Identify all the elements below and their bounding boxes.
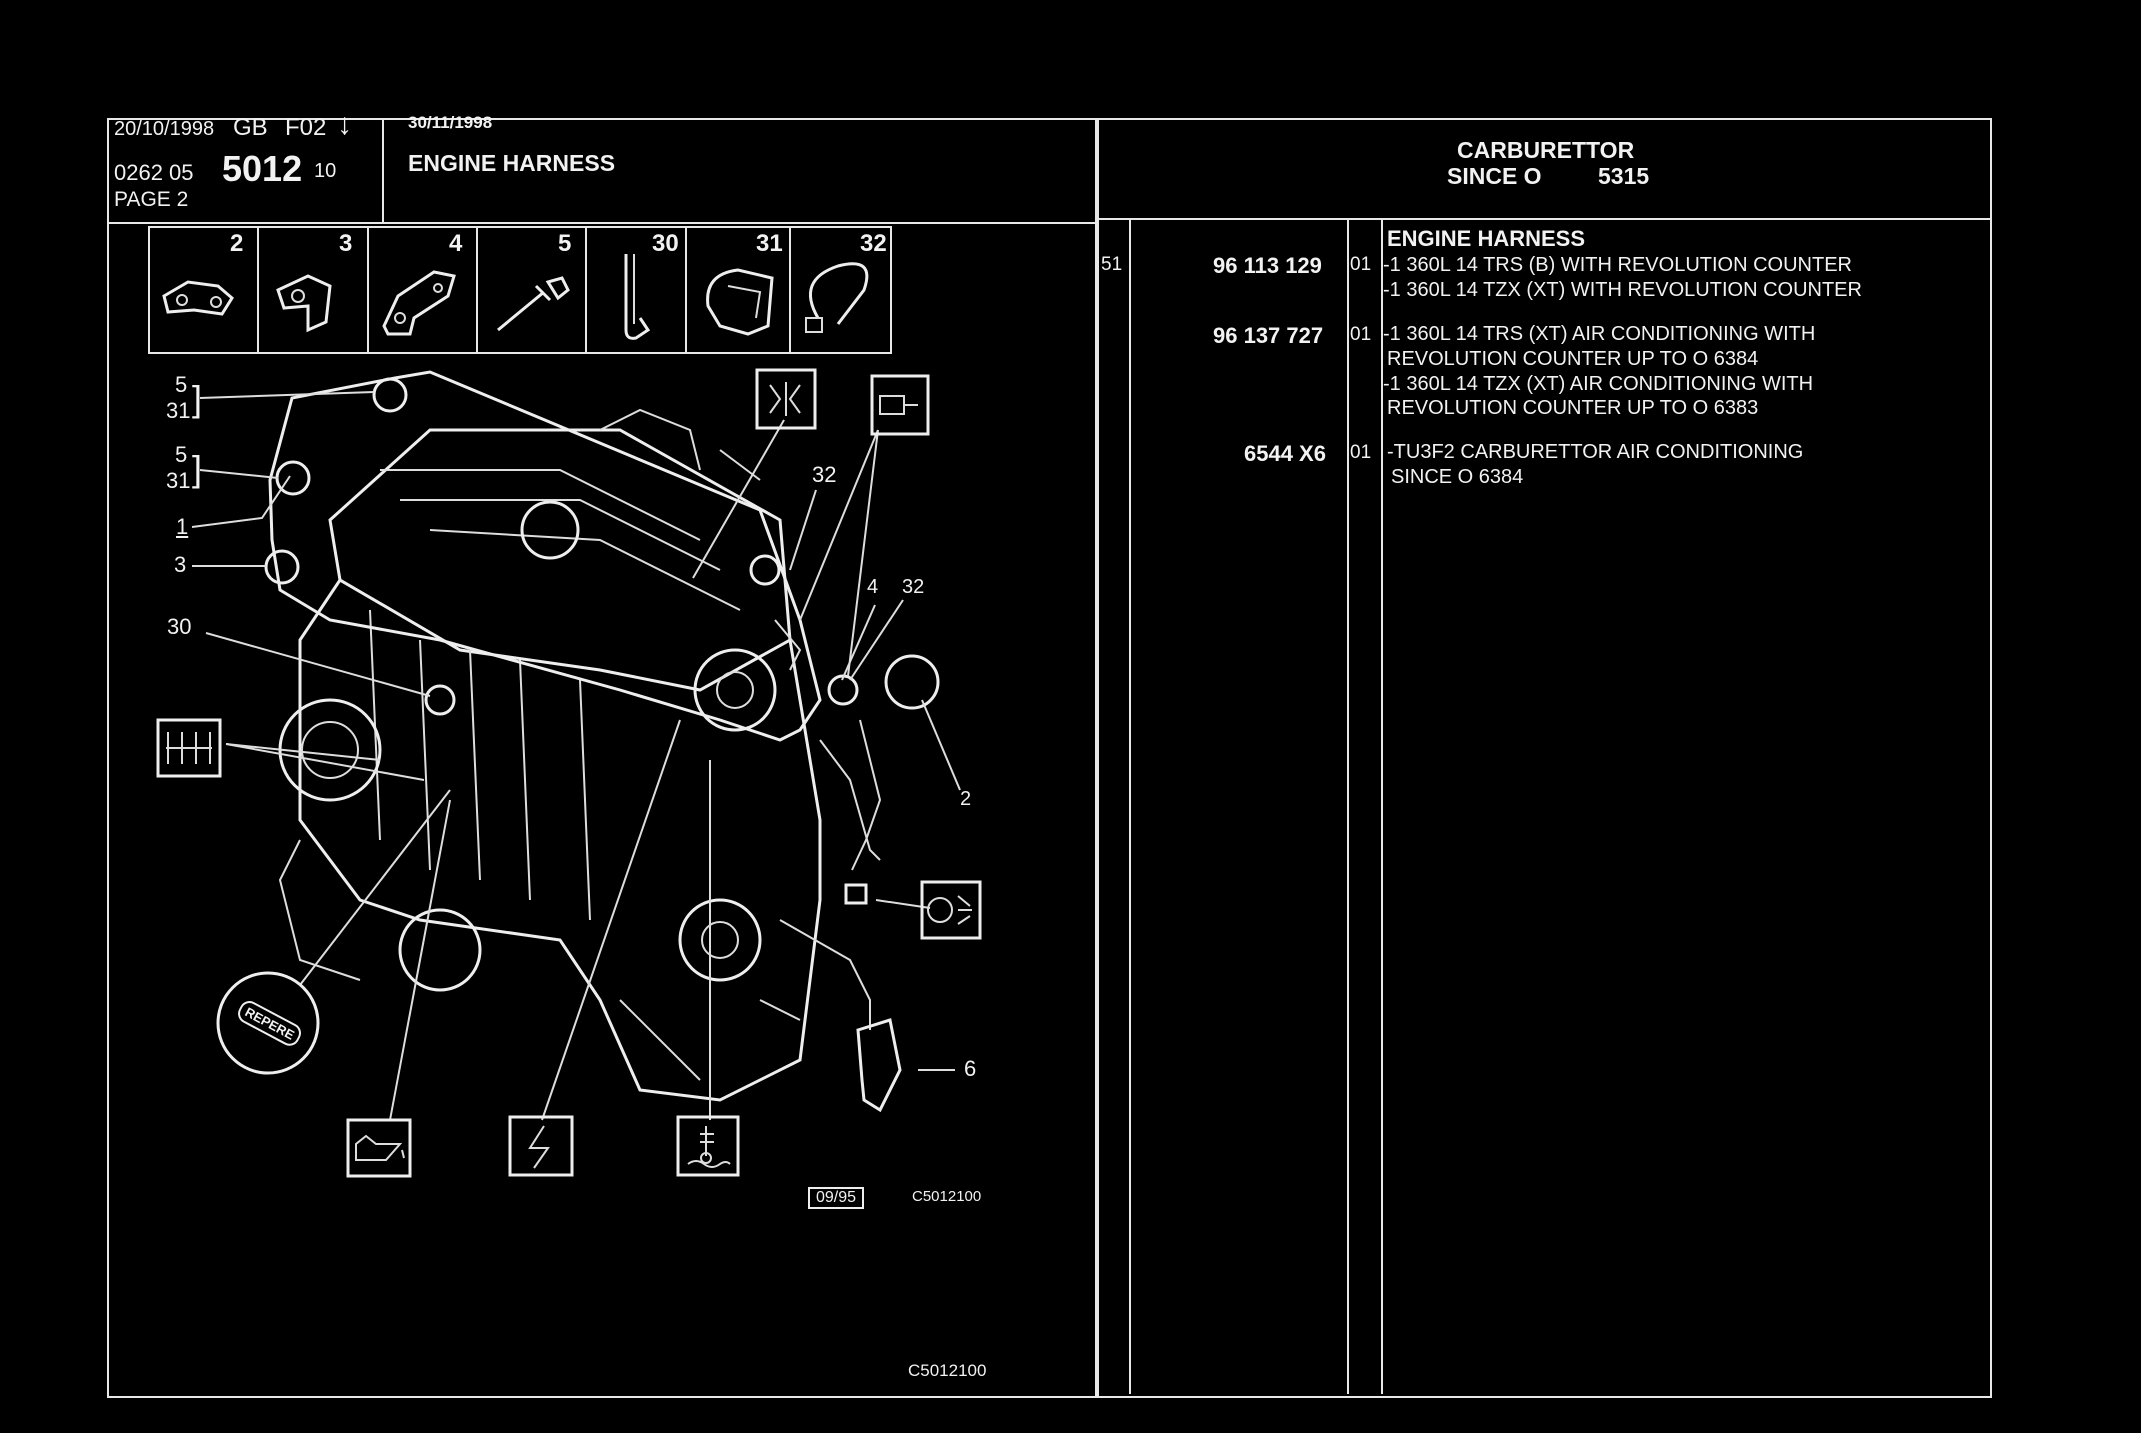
cover-clip-icon <box>706 268 774 336</box>
diagram-reference: C5012100 <box>912 1188 982 1205</box>
thumbnail-strip: 2 3 4 5 30 31 32 <box>148 226 894 354</box>
right-since-label: SINCE O <box>1447 163 1542 189</box>
page-reference: C5012100 <box>908 1361 987 1380</box>
thumb-label: 4 <box>449 230 463 257</box>
part-reference: 6544 X6 <box>1244 441 1326 466</box>
header-date: 20/10/1998 <box>114 118 215 140</box>
item-number: 51 <box>1101 254 1123 275</box>
header-page: PAGE 2 <box>114 188 189 211</box>
part-quantity: 01 <box>1350 324 1372 345</box>
thumb-label: 32 <box>860 230 887 257</box>
part-description: -TU3F2 CARBURETTOR AIR CONDITIONING <box>1387 441 1804 463</box>
header-code-prefix: 0262 05 <box>114 160 194 185</box>
header-divider-right <box>1095 218 1990 220</box>
callout-32: 32 <box>812 462 837 487</box>
callout-30: 30 <box>167 614 192 639</box>
part-reference: 96 113 129 <box>1213 253 1322 278</box>
thumb-label: 2 <box>230 230 244 257</box>
right-panel-frame <box>1095 118 1992 1398</box>
header-date-mid: 30/11/1998 <box>408 113 493 132</box>
callout-3: 3 <box>174 552 187 577</box>
cable-tie-icon <box>805 262 869 333</box>
left-panel-frame <box>107 118 1099 1398</box>
part-description: REVOLUTION COUNTER UP TO O 6384 <box>1387 348 1759 370</box>
down-arrow-icon: ↓ <box>337 108 352 141</box>
thumb-box-32 <box>789 226 892 354</box>
thumb-label: 5 <box>558 230 572 257</box>
part-description: REVOLUTION COUNTER UP TO O 6383 <box>1387 397 1759 419</box>
callout-31: 31 <box>166 398 191 423</box>
callout-32: 32 <box>902 576 925 598</box>
part-description: -1 360L 14 TZX (XT) WITH REVOLUTION COUN… <box>1383 279 1862 301</box>
right-since-value: 5315 <box>1598 163 1650 189</box>
part-description: -1 360L 14 TRS (XT) AIR CONDITIONING WIT… <box>1383 323 1816 345</box>
thumb-label: 30 <box>652 230 679 257</box>
thumb-icons <box>162 254 869 340</box>
pin-icon <box>497 276 570 332</box>
right-title: CARBURETTOR <box>1457 137 1635 163</box>
callout-4: 4 <box>867 576 879 598</box>
col-sep-2 <box>1347 220 1349 1394</box>
thumb-label: 3 <box>339 230 353 257</box>
part-description: SINCE O 6384 <box>1391 466 1524 488</box>
callout-1: 1 <box>176 514 189 539</box>
part-reference: 96 137 727 <box>1213 323 1324 348</box>
angle-bracket-icon <box>382 270 456 336</box>
header-lang: GB <box>233 114 268 141</box>
bracket-brace: ] <box>192 448 203 489</box>
callout-5: 5 <box>175 442 188 467</box>
header-form: F02 <box>285 114 327 141</box>
header-divider-left <box>107 222 1097 224</box>
callout-6: 6 <box>964 1056 977 1081</box>
header-vsep <box>382 118 384 224</box>
clip-icon <box>276 274 332 333</box>
bracket-icon <box>162 280 234 316</box>
header-code-main: 5012 <box>222 148 303 189</box>
col-sep-3 <box>1381 220 1383 1394</box>
col-sep-1 <box>1129 220 1131 1394</box>
part-quantity: 01 <box>1350 254 1372 275</box>
diagram-date-box: 09/95 <box>808 1187 865 1209</box>
callout-31: 31 <box>166 468 191 493</box>
parts-section-title: ENGINE HARNESS <box>1387 226 1586 251</box>
part-description: -1 360L 14 TZX (XT) AIR CONDITIONING WIT… <box>1383 373 1814 395</box>
page-title: ENGINE HARNESS <box>408 150 616 176</box>
thumb-label: 31 <box>756 230 783 257</box>
callout-5: 5 <box>175 372 188 397</box>
callout-2: 2 <box>960 788 972 810</box>
part-quantity: 01 <box>1350 442 1372 463</box>
part-description: -1 360L 14 TRS (B) WITH REVOLUTION COUNT… <box>1383 254 1852 276</box>
bracket-brace: ] <box>192 378 203 419</box>
hook-icon <box>624 254 651 340</box>
header-code-suffix: 10 <box>314 160 337 182</box>
